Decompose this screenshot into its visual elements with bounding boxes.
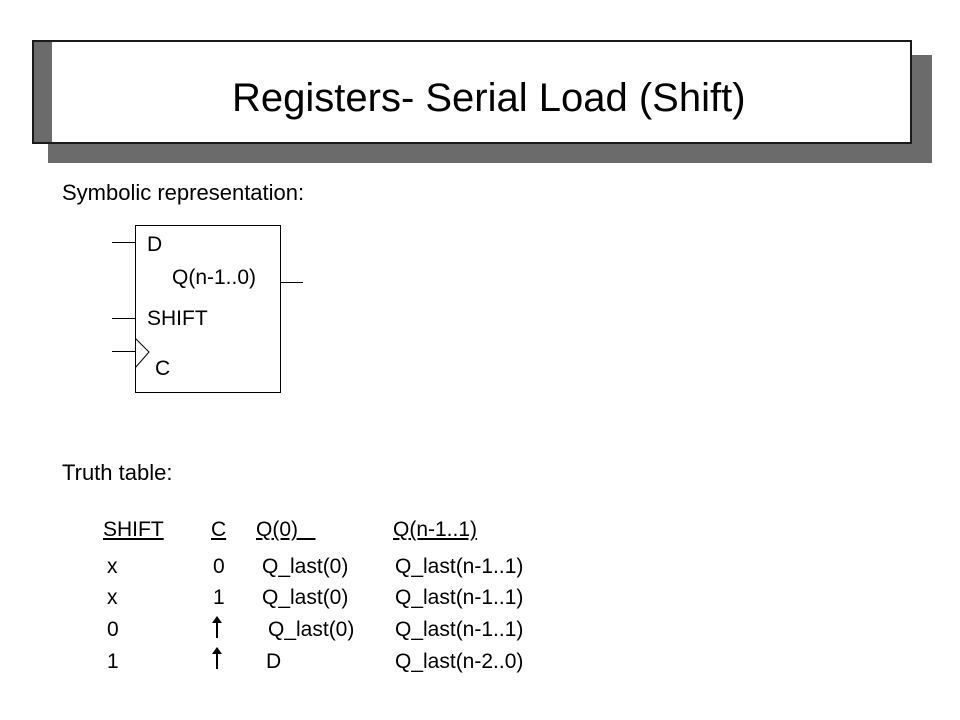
- shift-input-pin: [112, 318, 136, 319]
- clock-triangle-icon: [135, 337, 150, 369]
- block-q-label: Q(n-1..0): [172, 266, 257, 289]
- register-block: [135, 225, 281, 393]
- truth-table-cell-c: 0: [213, 555, 225, 578]
- clock-input-pin: [112, 351, 136, 352]
- truth-table-header-shift: SHIFT: [103, 518, 164, 541]
- truth-table-cell-shift: x: [107, 586, 118, 609]
- block-d-label: D: [147, 233, 163, 256]
- title-banner-stripe: [34, 42, 52, 142]
- truth-table-cell-q0: D: [266, 650, 282, 673]
- d-input-pin: [112, 242, 136, 243]
- rising-edge-arrow-icon: [212, 616, 222, 638]
- slide-title: Registers- Serial Load (Shift): [232, 76, 746, 120]
- block-shift-label: SHIFT: [147, 307, 208, 330]
- truth-table-cell-qn: Q_last(n-1..1): [395, 586, 524, 609]
- truth-table-cell-c: 1: [213, 586, 225, 609]
- rising-edge-arrow-icon: [212, 647, 222, 669]
- truth-table-cell-qn: Q_last(n-1..1): [395, 618, 524, 641]
- truth-table-cell-shift: 0: [107, 618, 119, 641]
- truth-table-cell-q0: Q_last(0): [268, 618, 355, 641]
- title-banner: [32, 40, 912, 144]
- truth-table-cell-qn: Q_last(n-1..1): [395, 555, 524, 578]
- truth-table-header-qn: Q(n-1..1): [393, 518, 478, 541]
- truth-table-cell-shift: 1: [107, 650, 119, 673]
- truth-table-cell-shift: x: [107, 555, 118, 578]
- truth-table-cell-qn: Q_last(n-2..0): [395, 650, 524, 673]
- truth-table-header-q0: Q(0): [256, 518, 298, 541]
- truth-table-header-c: C: [211, 518, 227, 541]
- symbolic-representation-label: Symbolic representation:: [62, 180, 305, 205]
- truth-table-label: Truth table:: [62, 460, 173, 485]
- block-clock-label: C: [155, 357, 171, 380]
- truth-table-cell-q0: Q_last(0): [262, 555, 349, 578]
- q-output-pin: [281, 282, 303, 283]
- truth-table-cell-q0: Q_last(0): [262, 586, 349, 609]
